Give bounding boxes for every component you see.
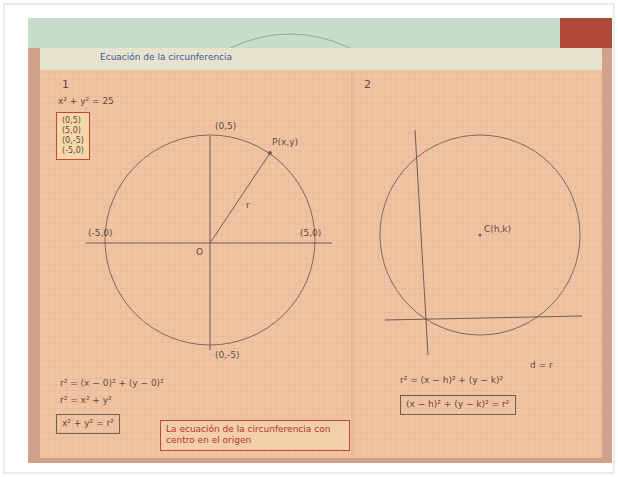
box-text: (0,5) xyxy=(62,116,84,126)
circle-equation: x² + y² = 25 xyxy=(58,96,114,107)
radius-label: r xyxy=(246,200,250,211)
formula-box: x² + y² = r² xyxy=(56,414,120,434)
point-label: (0,5) xyxy=(215,121,236,132)
points-box: (0,5)(5,0)(0,-5)(-5,0) xyxy=(56,112,90,160)
box-text: (x − h)² + (y − k)² = r² xyxy=(406,399,510,410)
point-label: (0,-5) xyxy=(215,350,240,361)
box-text: (-5,0) xyxy=(62,146,84,156)
box-text: La ecuación de la circunferencia con cen… xyxy=(166,424,344,447)
formula: r² = (x − h)² + (y − k)² xyxy=(400,375,503,386)
box-text: x² + y² = r² xyxy=(62,418,114,429)
center-label: C(h,k) xyxy=(484,224,511,235)
box-text: (0,-5) xyxy=(62,136,84,146)
figure-number: 2 xyxy=(364,78,371,91)
formula: r² = (x − 0)² + (y − 0)² xyxy=(60,378,164,389)
formula-box: (x − h)² + (y − k)² = r² xyxy=(400,395,516,415)
point-label: (-5,0) xyxy=(88,228,113,239)
box-text: (5,0) xyxy=(62,126,84,136)
page-title: Ecuación de la circunferencia xyxy=(100,52,232,63)
note-text: d = r xyxy=(530,360,553,371)
point-label: P(x,y) xyxy=(272,137,298,148)
point-label: (5,0) xyxy=(300,228,321,239)
origin-label: O xyxy=(196,247,203,258)
formula: r² = x² + y² xyxy=(60,395,112,406)
note-box: La ecuación de la circunferencia con cen… xyxy=(160,420,350,451)
figure-number: 1 xyxy=(62,78,69,91)
